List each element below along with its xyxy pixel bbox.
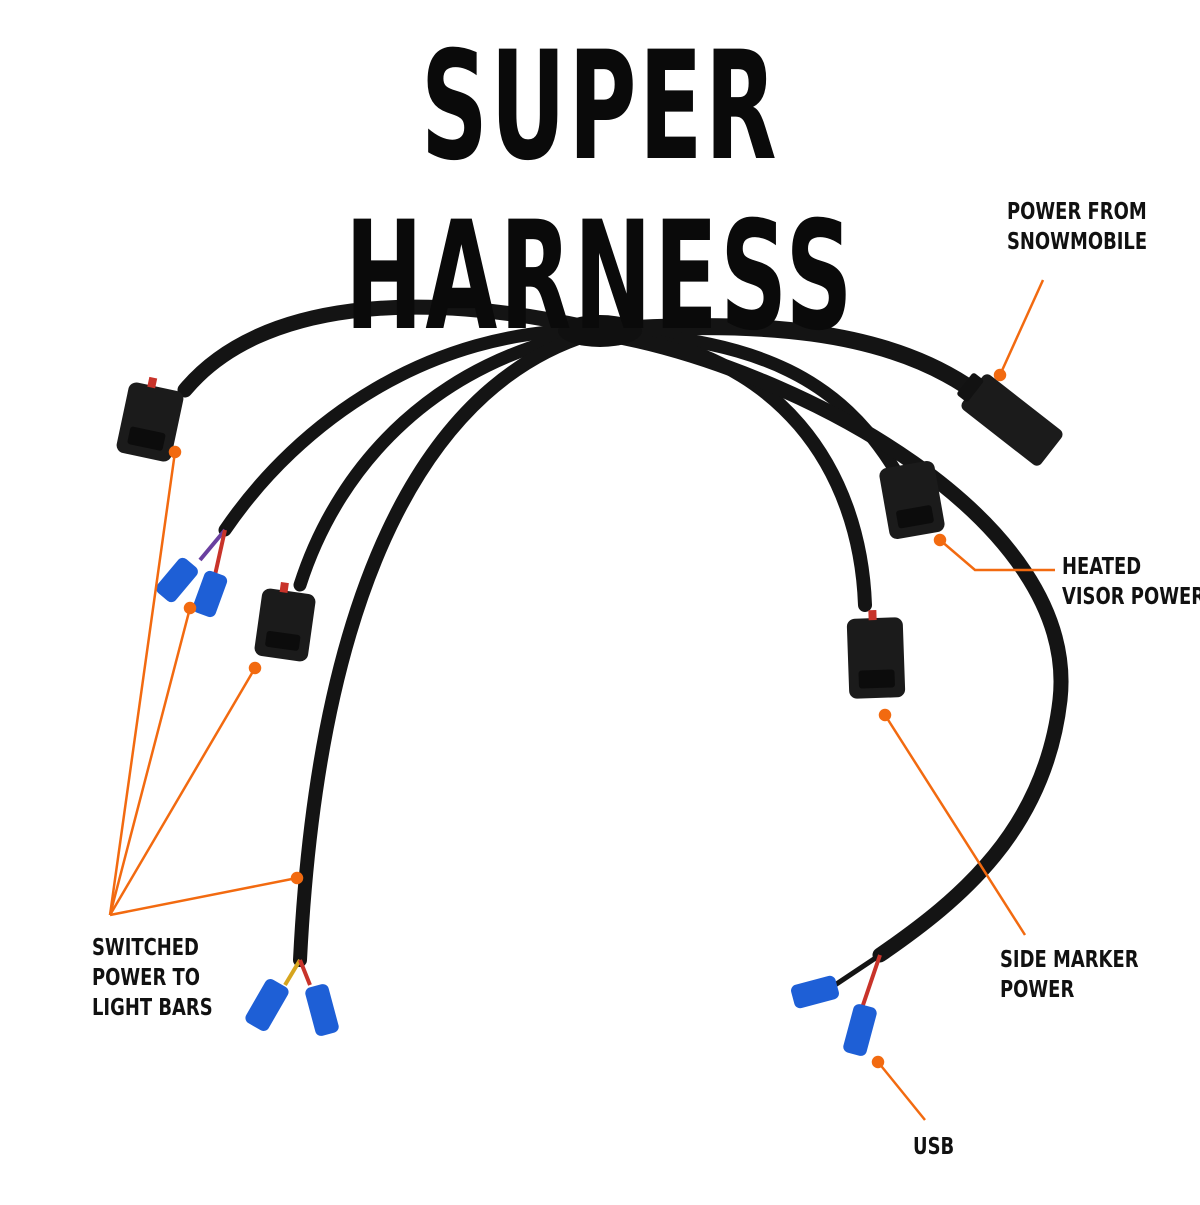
label-line: POWER FROM [1007,199,1147,225]
leader-side-marker [878,708,1027,936]
leader-power-from-snowmobile [993,279,1045,382]
leader-usb [871,1055,926,1121]
label-power-from-snowmobile: POWER FROM SNOWMOBILE [1007,197,1147,257]
label-switched-power-to-light-bars: SWITCHED POWER TO LIGHT BARS [92,933,213,1023]
terminals-usb [791,952,882,1056]
connector-side-marker [846,609,906,699]
connector-top-left [116,376,184,462]
cable-right-power [601,318,974,394]
label-usb: USB [913,1132,954,1162]
page-title: SUPER HARNESS [345,20,855,364]
label-line: SWITCHED [92,935,199,961]
label-line: LIGHT BARS [92,995,213,1021]
cable-left-long [293,327,597,967]
leader-switched-power [108,445,304,917]
terminals-left-long [245,958,339,1036]
label-line: POWER [1000,977,1075,1003]
terminals-left-fuse [156,528,228,618]
label-line: SIDE MARKER [1000,947,1139,973]
connector-left-mid [254,582,316,662]
cable-left-top [177,299,598,398]
cable-right-usb [602,327,1069,963]
cable-junction [558,315,642,347]
connector-visor [879,460,945,540]
label-side-marker-power: SIDE MARKER POWER [1000,945,1139,1005]
cables [177,299,1069,967]
label-heated-visor-power: HEATED VISOR POWER [1062,552,1200,612]
leader-lines [108,279,1055,1121]
label-line: HEATED [1062,554,1142,580]
leader-heated-visor [933,533,1055,572]
label-line: VISOR POWER [1062,584,1200,610]
connector-power-from-snowmobile [957,373,1063,466]
cable-left-fuse [218,323,597,537]
label-line: USB [913,1134,955,1160]
label-line: POWER TO [92,965,200,991]
label-line: SNOWMOBILE [1007,229,1148,255]
cable-left-mid [293,325,597,592]
